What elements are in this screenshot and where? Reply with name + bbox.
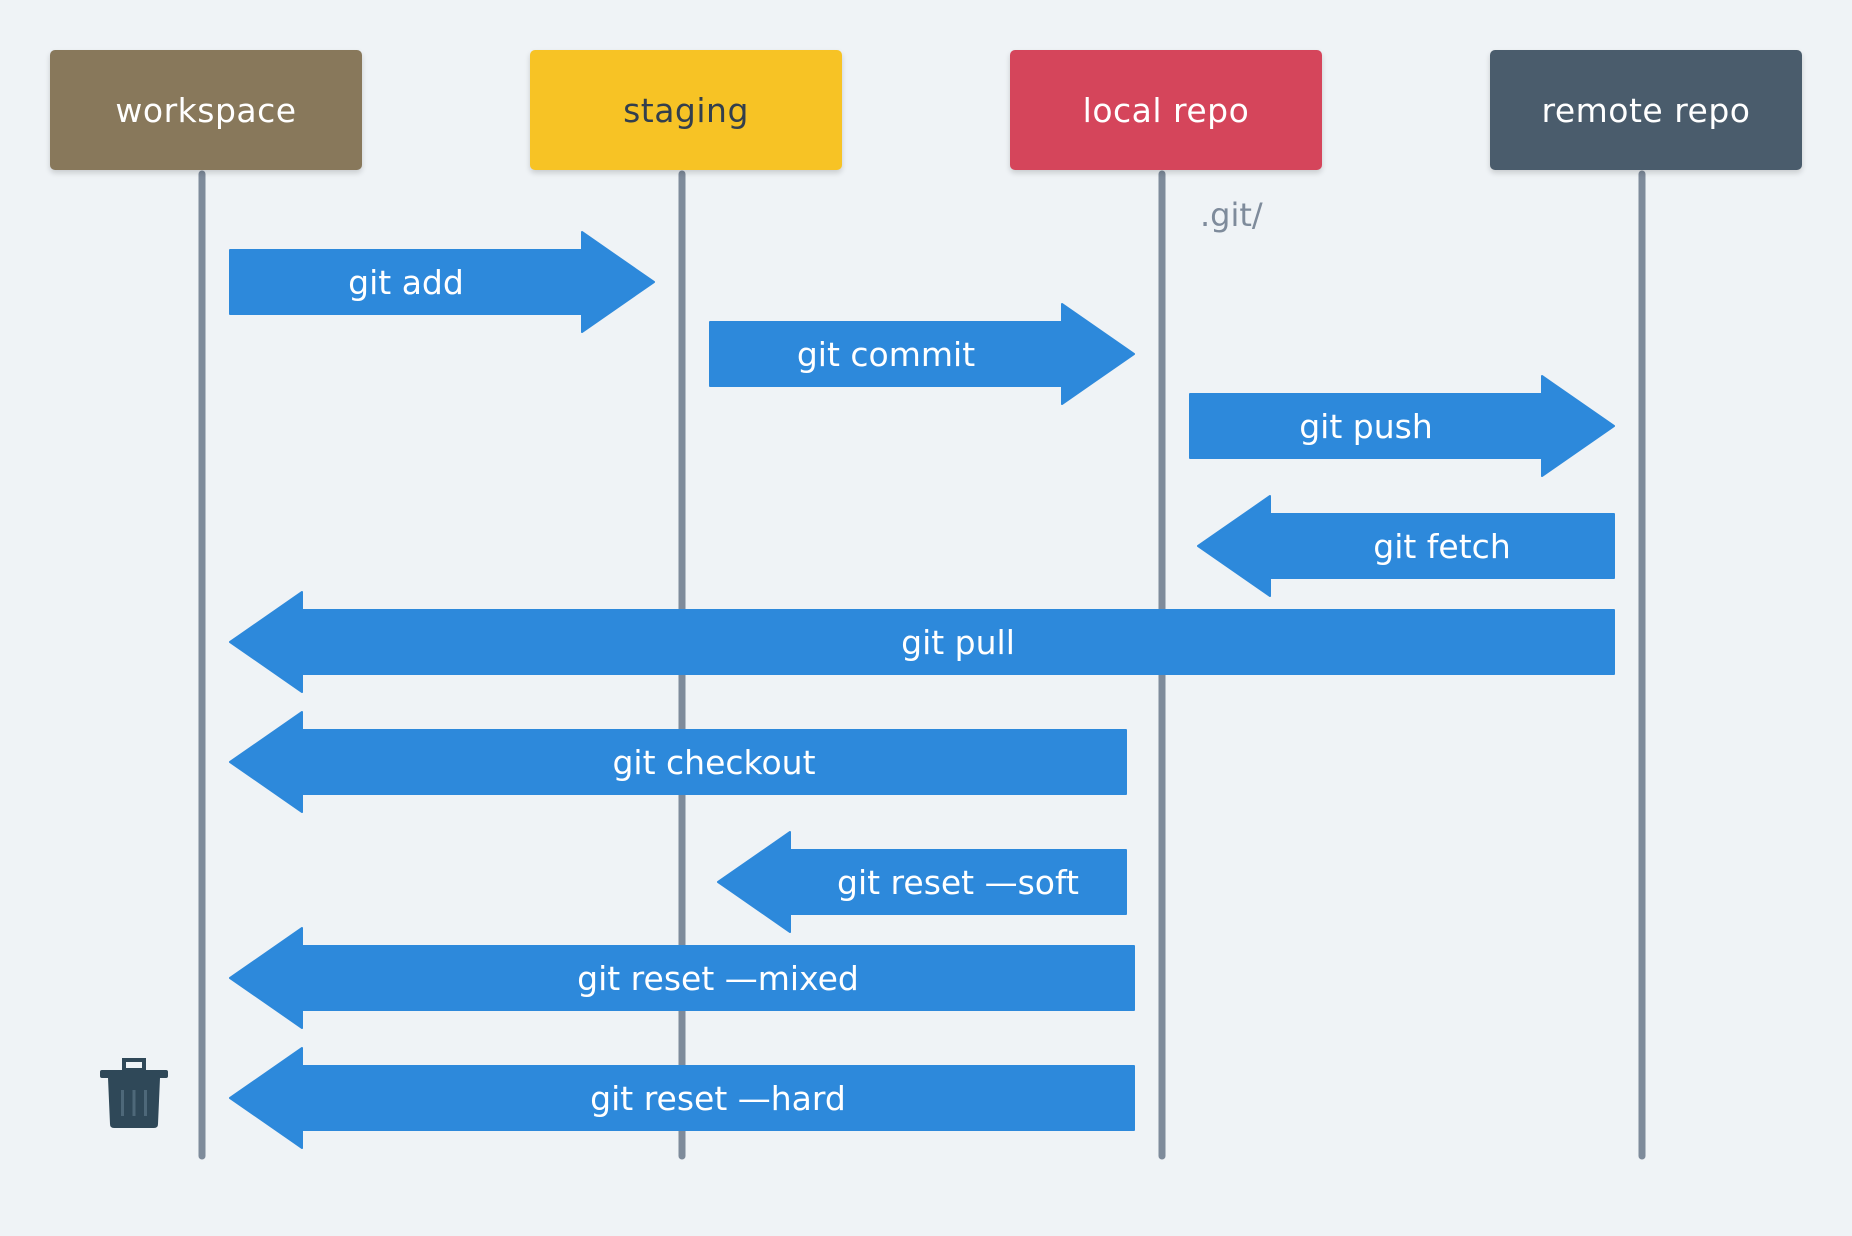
arrow-shape: [229, 711, 1127, 813]
arrow-git-reset-hard: git reset —hard: [229, 1047, 1135, 1149]
arrow-shape: [229, 1047, 1135, 1149]
command-label: git reset —soft: [837, 863, 1079, 902]
workspace-box: workspace: [50, 50, 362, 170]
local-repo-path-label: .git/: [1200, 196, 1263, 234]
arrow-git-reset-soft: git reset —soft: [717, 831, 1127, 933]
arrow-git-push: git push: [1189, 375, 1615, 477]
command-label: git pull: [901, 623, 1015, 662]
command-label: git checkout: [612, 743, 815, 782]
command-label: git add: [348, 263, 464, 302]
arrow-git-add: git add: [229, 231, 655, 333]
staging-box: staging: [530, 50, 842, 170]
workspace-label: workspace: [115, 90, 297, 130]
staging-label: staging: [623, 90, 749, 130]
arrow-git-checkout: git checkout: [229, 711, 1127, 813]
arrow-shape: [229, 927, 1135, 1029]
arrow-shape: [717, 831, 1127, 933]
arrow-shape: [229, 231, 655, 333]
arrow-shape: [229, 591, 1615, 693]
arrow-shape: [709, 303, 1135, 405]
arrow-shape: [1197, 495, 1615, 597]
local-repo-label: local repo: [1082, 90, 1250, 130]
arrow-git-reset-mixed: git reset —mixed: [229, 927, 1135, 1029]
command-label: git fetch: [1373, 527, 1510, 566]
remote-repo-box: remote repo: [1490, 50, 1802, 170]
command-label: git reset —mixed: [577, 959, 859, 998]
trash-icon: [100, 1058, 168, 1128]
local-repo-box: local repo: [1010, 50, 1322, 170]
arrow-shape: [1189, 375, 1615, 477]
command-label: git commit: [797, 335, 975, 374]
arrow-git-commit: git commit: [709, 303, 1135, 405]
command-label: git reset —hard: [590, 1079, 846, 1118]
arrow-git-pull: git pull: [229, 591, 1615, 693]
remote-repo-label: remote repo: [1541, 90, 1751, 130]
command-label: git push: [1299, 407, 1433, 446]
arrow-git-fetch: git fetch: [1197, 495, 1615, 597]
